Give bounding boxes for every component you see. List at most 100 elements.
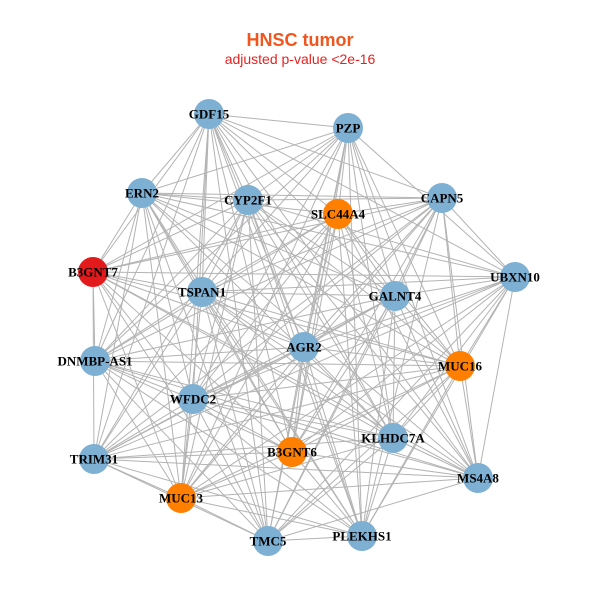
edge [94,197,443,362]
node-circle [277,437,307,467]
edge [94,346,305,362]
edge [92,271,516,278]
node-cyp2f1[interactable]: CYP2F1 [224,185,272,215]
edge [201,291,396,297]
node-circle [233,185,263,215]
node-label: WFDC2 [170,392,216,407]
edge [361,437,394,537]
node-tspan1[interactable]: TSPAN1 [178,277,226,307]
node-circle [500,262,530,292]
edge [267,197,443,542]
edge [180,398,194,499]
edge [208,113,269,542]
edge [192,365,461,400]
figure-subtitle: adjusted p-value <2e-16 [224,51,376,67]
edge [247,199,479,479]
edge [180,497,269,542]
edge [180,365,461,499]
edge [303,346,461,367]
node-slc44a4[interactable]: SLC44A4 [311,199,366,229]
edge [201,291,305,348]
edge [192,398,479,479]
edge [92,271,305,348]
edge [180,477,479,499]
edge [247,199,305,348]
edge [141,192,269,542]
node-dnmbp-as1[interactable]: DNMBP-AS1 [57,346,133,376]
node-label: ERN2 [125,186,159,201]
node-label: AGR2 [286,340,321,355]
edge [208,113,363,537]
edge [337,197,443,215]
edge [93,458,479,479]
node-label: PZP [336,121,361,136]
edge [208,113,443,199]
node-muc13[interactable]: MUC13 [159,483,204,513]
edge [192,398,394,439]
node-b3gnt7[interactable]: B3GNT7 [68,257,118,287]
node-galnt4[interactable]: GALNT4 [369,281,422,311]
node-ern2[interactable]: ERN2 [125,178,159,208]
node-wfdc2[interactable]: WFDC2 [170,384,216,414]
node-b3gnt6[interactable]: B3GNT6 [267,437,317,467]
edge [92,213,339,273]
node-klhdc7a[interactable]: KLHDC7A [361,423,425,453]
edge [291,197,443,453]
node-trim31[interactable]: TRIM31 [70,444,118,474]
node-pzp[interactable]: PZP [333,113,363,143]
edge [347,127,394,439]
edge [94,360,182,499]
edge [303,276,516,348]
edge [337,213,394,439]
edge [291,451,363,537]
node-circle [378,423,408,453]
edge [141,192,249,201]
node-label: B3GNT6 [267,445,317,460]
node-ubxn10[interactable]: UBXN10 [490,262,540,292]
edge [208,113,293,453]
edge [94,360,479,479]
node-circle [166,483,196,513]
edge [141,192,516,278]
edge [192,398,293,453]
figure-title: HNSC tumor [246,30,354,50]
node-label: TSPAN1 [178,285,226,300]
node-label: CYP2F1 [224,193,272,208]
node-circle [194,99,224,129]
node-circle [333,113,363,143]
edge [459,365,479,479]
edge [141,113,210,194]
node-tmc5[interactable]: TMC5 [250,526,287,556]
node-label: GDF15 [189,107,230,122]
edge [208,113,349,129]
edge [303,346,363,537]
edge [267,295,396,542]
edge [441,197,516,278]
node-label: DNMBP-AS1 [57,354,132,369]
edge [208,113,479,479]
node-muc16[interactable]: MUC16 [438,351,483,381]
edge [303,213,339,348]
edge [247,127,349,201]
edge [247,199,516,278]
edge [291,365,461,453]
node-agr2[interactable]: AGR2 [286,332,322,362]
node-gdf15[interactable]: GDF15 [189,99,230,129]
edge [201,291,269,542]
edge [92,197,443,273]
edge [180,276,516,499]
edge [192,398,363,537]
node-capn5[interactable]: CAPN5 [421,183,464,213]
edge [392,295,396,439]
edge [392,437,479,479]
edge [93,398,194,460]
edge [180,437,394,499]
node-ms4a8[interactable]: MS4A8 [457,463,499,493]
node-circle [178,384,208,414]
node-circle [427,183,457,213]
edge [192,346,305,400]
node-plekhs1[interactable]: PLEKHS1 [332,521,392,551]
node-circle [127,178,157,208]
